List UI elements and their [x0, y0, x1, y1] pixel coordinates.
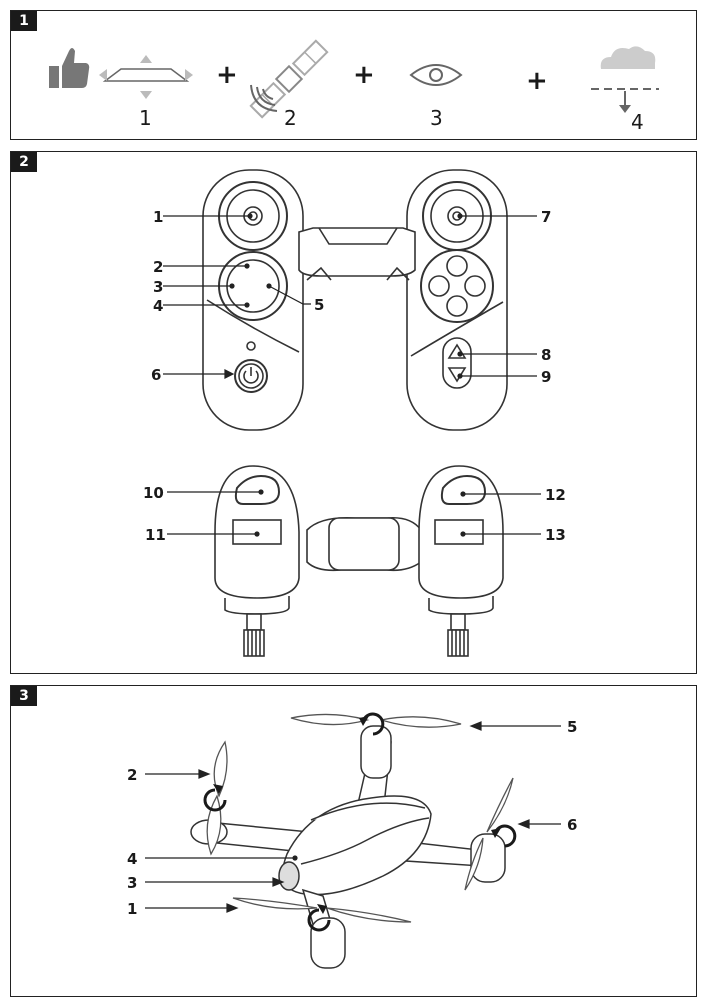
drone-callout-4: 4 — [127, 850, 137, 868]
callout-2: 2 — [153, 258, 163, 276]
callout-8: 8 — [541, 346, 551, 364]
controller-front-view — [202, 169, 508, 431]
panel-1: 1 1 + 2 + — [10, 10, 697, 140]
plus-sign-3: + — [526, 66, 548, 96]
item-1-number: 1 — [139, 106, 152, 130]
callout-13: 13 — [545, 526, 566, 544]
rotation-arrow-heads — [213, 716, 501, 914]
drone-callout-6: 6 — [567, 816, 577, 834]
panel-3-illustration: 1 2 3 4 5 6 — [127, 712, 577, 969]
callout-6: 6 — [151, 366, 161, 384]
callout-3: 3 — [153, 278, 163, 296]
panel-3: 3 — [10, 685, 697, 997]
item-3-number: 3 — [430, 106, 443, 130]
cloud-descend-icon — [591, 46, 659, 113]
callout-7: 7 — [541, 208, 551, 226]
callout-11: 11 — [145, 526, 166, 544]
callout-1: 1 — [153, 208, 163, 226]
callout-12: 12 — [545, 486, 566, 504]
callout-leaders — [163, 213, 541, 537]
item-4-number: 4 — [631, 110, 644, 134]
thumbs-up-icon — [49, 48, 90, 88]
drone-callout-3: 3 — [127, 874, 137, 892]
callout-5: 5 — [314, 296, 324, 314]
plus-sign-2: + — [353, 60, 375, 90]
callout-4: 4 — [153, 297, 163, 315]
panel-1-illustration: 1 + 2 + 3 + 4 — [49, 39, 659, 134]
callout-10: 10 — [143, 484, 164, 502]
drone-callout-1: 1 — [127, 900, 137, 918]
panel-2: 2 — [10, 151, 697, 674]
panel-1-tag: 1 — [11, 11, 37, 31]
controller-rear-view — [214, 465, 504, 657]
panel-2-illustration: 1 2 3 4 5 6 7 8 9 10 11 12 13 — [143, 169, 566, 657]
signal-waves-icon — [250, 84, 278, 112]
satellite-icon — [249, 39, 329, 119]
level-surface-icon — [99, 55, 193, 99]
eye-icon — [409, 64, 463, 86]
panel-2-tag: 2 — [11, 152, 37, 172]
item-2-number: 2 — [284, 106, 297, 130]
plus-sign-1: + — [216, 60, 238, 90]
drone-callout-5: 5 — [567, 718, 577, 736]
callout-9: 9 — [541, 368, 551, 386]
drone-illustration — [190, 725, 506, 969]
drone-callout-2: 2 — [127, 766, 137, 784]
drone-callout-leaders — [145, 721, 561, 913]
panel-3-tag: 3 — [11, 686, 37, 706]
